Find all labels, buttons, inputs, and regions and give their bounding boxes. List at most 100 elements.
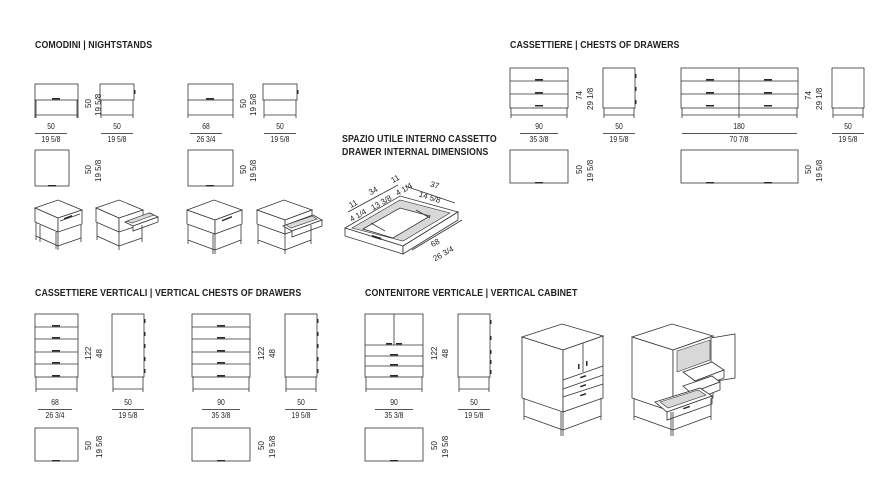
v2-height-in: 48 xyxy=(268,349,277,358)
dim-underline xyxy=(35,133,67,134)
v1-depth-cm: 50 xyxy=(124,398,132,407)
dim-underline xyxy=(832,133,864,134)
vc-width-cm: 90 xyxy=(390,398,398,407)
c2-height-in: 29 1/8 xyxy=(815,87,824,110)
n1-height-in: 19 5/8 xyxy=(94,93,103,116)
n2-width-in: 26 3/4 xyxy=(196,135,216,144)
v2-width-cm: 90 xyxy=(217,398,225,407)
vc-height-cm: 122 xyxy=(430,346,439,360)
vertical-chest-68-top-view xyxy=(34,427,79,462)
c2-depth-in: 19 5/8 xyxy=(838,135,858,144)
drawer-internal-diagram xyxy=(344,184,463,255)
dim-underline xyxy=(202,409,240,410)
n2-height-in: 19 5/8 xyxy=(249,93,258,116)
nightstand-50-side-view xyxy=(99,83,136,118)
v2-depth-in: 19 5/8 xyxy=(291,411,311,420)
vertical-cabinet-iso-open xyxy=(630,323,736,436)
n1-depth-cm: 50 xyxy=(113,122,121,131)
c1-height-cm: 74 xyxy=(575,91,584,100)
chest-180-top-view xyxy=(680,149,799,184)
dim-underline xyxy=(101,133,133,134)
chest-180-front-view xyxy=(680,67,799,118)
nightstand-68-top-view xyxy=(187,149,234,187)
c1-top-in: 19 5/8 xyxy=(586,159,595,182)
heading-vertical-chests: CASSETTIERE VERTICALI | VERTICAL CHESTS … xyxy=(35,288,302,299)
nightstand-50-front-view xyxy=(34,83,79,118)
vc-top-cm: 50 xyxy=(430,441,439,450)
v2-top-cm: 50 xyxy=(257,441,266,450)
nightstand-50-iso-open xyxy=(94,199,160,250)
c2-top-in: 19 5/8 xyxy=(815,159,824,182)
vertical-chest-68-side-view xyxy=(111,313,146,392)
dim-underline xyxy=(190,133,222,134)
chest-90-side-view xyxy=(602,67,637,118)
v1-width-in: 26 3/4 xyxy=(45,411,65,420)
c2-width-in: 70 7/8 xyxy=(729,135,749,144)
heading-vertical-cabinet: CONTENITORE VERTICALE | VERTICAL CABINET xyxy=(365,288,578,299)
n1-top-in: 19 5/8 xyxy=(94,159,103,182)
vc-top-in: 19 5/8 xyxy=(441,435,450,458)
c2-width-cm: 180 xyxy=(733,122,745,131)
c1-depth-in: 19 5/8 xyxy=(609,135,629,144)
vc-depth-in: 19 5/8 xyxy=(464,411,484,420)
nightstand-68-front-view xyxy=(187,83,234,118)
vertical-cabinet-front-view xyxy=(364,313,424,392)
vc-depth-cm: 50 xyxy=(470,398,478,407)
nightstand-50-top-view xyxy=(34,149,70,187)
vertical-chest-90-front-view xyxy=(191,313,251,392)
n1-width-cm: 50 xyxy=(47,122,55,131)
chest-180-side-view xyxy=(831,67,865,118)
v1-top-in: 19 5/8 xyxy=(95,435,104,458)
n1-width-in: 19 5/8 xyxy=(41,135,61,144)
vc-width-in: 35 3/8 xyxy=(384,411,404,420)
c1-height-in: 29 1/8 xyxy=(586,87,595,110)
c2-top-cm: 50 xyxy=(804,165,813,174)
dim-underline xyxy=(682,133,797,134)
c1-width-cm: 90 xyxy=(535,122,543,131)
n2-height-cm: 50 xyxy=(239,99,248,108)
c1-top-cm: 50 xyxy=(575,165,584,174)
v2-width-in: 35 3/8 xyxy=(211,411,231,420)
n2-width-cm: 68 xyxy=(202,122,210,131)
v1-width-cm: 68 xyxy=(51,398,59,407)
dim-underline xyxy=(112,409,144,410)
nightstand-68-iso-open xyxy=(255,199,323,254)
chest-90-top-view xyxy=(509,149,569,184)
vertical-chest-90-top-view xyxy=(191,427,251,462)
n2-top-in: 19 5/8 xyxy=(249,159,258,182)
v1-height-cm: 122 xyxy=(84,346,93,360)
n2-top-cm: 50 xyxy=(239,165,248,174)
dim-underline xyxy=(375,409,413,410)
v2-height-cm: 122 xyxy=(257,346,266,360)
vertical-chest-68-front-view xyxy=(34,313,79,392)
dim-underline xyxy=(603,133,635,134)
vertical-chest-90-side-view xyxy=(284,313,319,392)
v2-depth-cm: 50 xyxy=(297,398,305,407)
heading-chests-of-drawers: CASSETTIERE | CHESTS OF DRAWERS xyxy=(510,40,680,51)
vertical-cabinet-top-view xyxy=(364,427,424,462)
v1-depth-in: 19 5/8 xyxy=(118,411,138,420)
chest-90-front-view xyxy=(509,67,569,118)
n2-depth-in: 19 5/8 xyxy=(270,135,290,144)
dim-underline xyxy=(285,409,317,410)
c1-width-in: 35 3/8 xyxy=(529,135,549,144)
dim-underline xyxy=(264,133,296,134)
nightstand-68-side-view xyxy=(262,83,299,118)
vertical-cabinet-iso-closed xyxy=(520,323,605,436)
n1-height-cm: 50 xyxy=(84,99,93,108)
heading-drawer-internal-en: DRAWER INTERNAL DIMENSIONS xyxy=(342,147,489,158)
c2-height-cm: 74 xyxy=(804,91,813,100)
dim-underline xyxy=(520,133,558,134)
heading-drawer-internal-it: SPAZIO UTILE INTERNO CASSETTO xyxy=(342,134,497,145)
n1-depth-in: 19 5/8 xyxy=(107,135,127,144)
nightstand-50-iso-closed xyxy=(33,199,84,250)
heading-nightstands: COMODINI | NIGHTSTANDS xyxy=(35,40,153,51)
c1-depth-cm: 50 xyxy=(615,122,623,131)
v1-height-in: 48 xyxy=(95,349,104,358)
nightstand-68-iso-closed xyxy=(185,199,244,254)
c2-depth-cm: 50 xyxy=(844,122,852,131)
vertical-cabinet-side-view xyxy=(457,313,492,392)
n2-depth-cm: 50 xyxy=(276,122,284,131)
n1-top-cm: 50 xyxy=(84,165,93,174)
